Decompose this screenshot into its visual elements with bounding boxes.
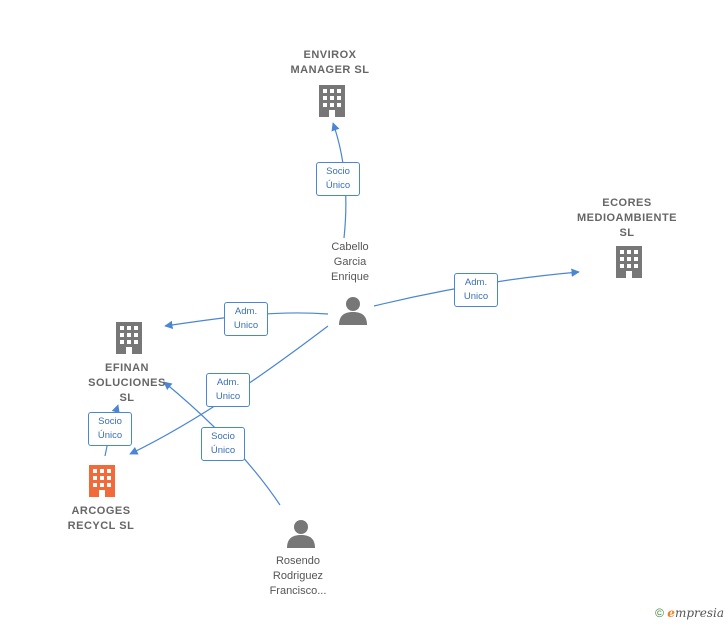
person-icon-cabello[interactable] [337,295,369,327]
person-icon-rosendo[interactable] [285,518,317,550]
copyright-symbol: © [655,606,664,620]
company-label-efinan[interactable]: EFINAN SOLUCIONES SL [88,362,166,404]
company-label-arcoges[interactable]: ARCOGES RECYCL SL [67,505,135,532]
building-icon-ecores[interactable] [613,244,645,280]
edge-label-cabello-arcoges[interactable]: Adm. Unico [206,373,250,407]
person-label-rosendo[interactable]: Rosendo Rodriguez Francisco... [269,555,327,597]
building-icon-efinan[interactable] [113,320,145,356]
empresia-logo: empresia [667,606,724,620]
edge-label-rosendo-efinan[interactable]: Socio Único [201,427,245,461]
edge-label-cabello-ecores[interactable]: Adm. Unico [454,273,498,307]
edge-label-cabello-envirox[interactable]: Socio Único [316,162,360,196]
building-icon-envirox[interactable] [316,83,348,119]
edge-label-arcoges-efinan[interactable]: Socio Único [88,412,132,446]
company-label-envirox[interactable]: ENVIROX MANAGER SL [290,49,370,76]
person-label-cabello[interactable]: Cabello Garcia Enrique [331,241,369,283]
edge-label-cabello-efinan[interactable]: Adm. Unico [224,302,268,336]
footer-brand: © empresia [655,606,724,620]
company-label-ecores[interactable]: ECORES MEDIOAMBIENTE SL [577,197,677,239]
building-icon-arcoges[interactable] [86,463,118,499]
